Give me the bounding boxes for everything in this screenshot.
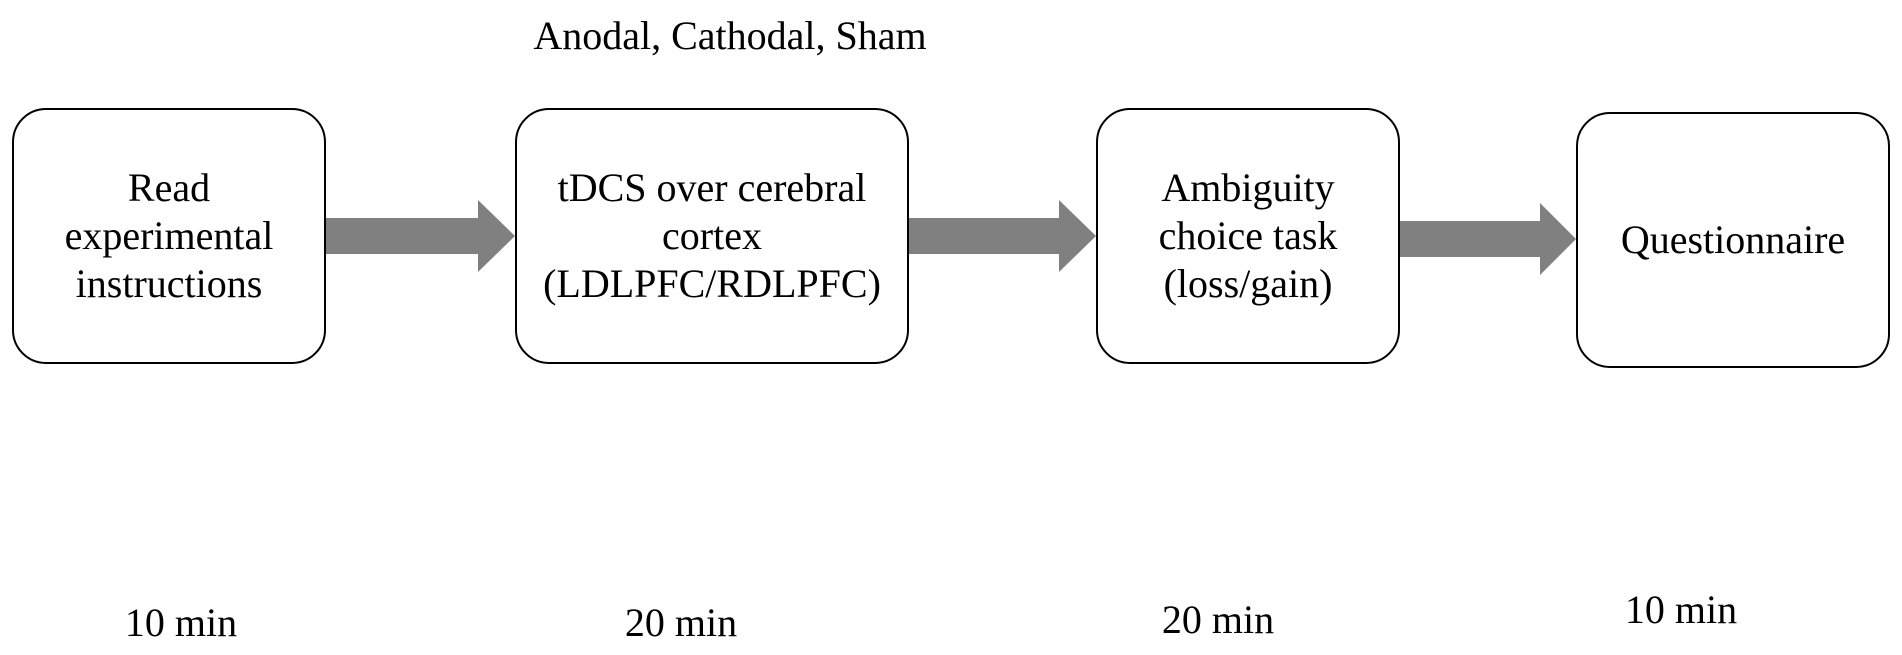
step-box-tdcs: tDCS over cerebral cortex (LDLPFC/RDLPFC… — [515, 108, 909, 364]
flow-arrow — [1400, 203, 1576, 275]
step-line: Questionnaire — [1620, 217, 1846, 262]
flow-arrow — [909, 200, 1096, 272]
step-box-questionnaire: Questionnaire — [1576, 112, 1890, 368]
step-line: (LDLPFC/RDLPFC) — [543, 261, 881, 306]
step-box-ambiguity-task: Ambiguity choice task (loss/gain) — [1096, 108, 1400, 364]
step-line: (loss/gain) — [1163, 261, 1333, 306]
duration-label: 20 min — [624, 600, 738, 645]
step-line: choice task — [1158, 213, 1338, 258]
duration-label: 10 min — [124, 600, 238, 645]
step-box-read-instructions: Read experimental instructions — [12, 108, 326, 364]
condition-label: Anodal, Cathodal, Sham — [533, 13, 927, 58]
step-line: Read — [127, 165, 211, 210]
duration-label: 20 min — [1161, 597, 1275, 642]
flow-arrow — [326, 200, 515, 272]
step-line: cortex — [662, 213, 762, 258]
step-line: experimental — [64, 213, 274, 258]
step-line: tDCS over cerebral — [557, 165, 867, 210]
step-line: Ambiguity — [1161, 165, 1335, 210]
step-line: instructions — [75, 261, 263, 306]
duration-label: 10 min — [1624, 587, 1738, 632]
